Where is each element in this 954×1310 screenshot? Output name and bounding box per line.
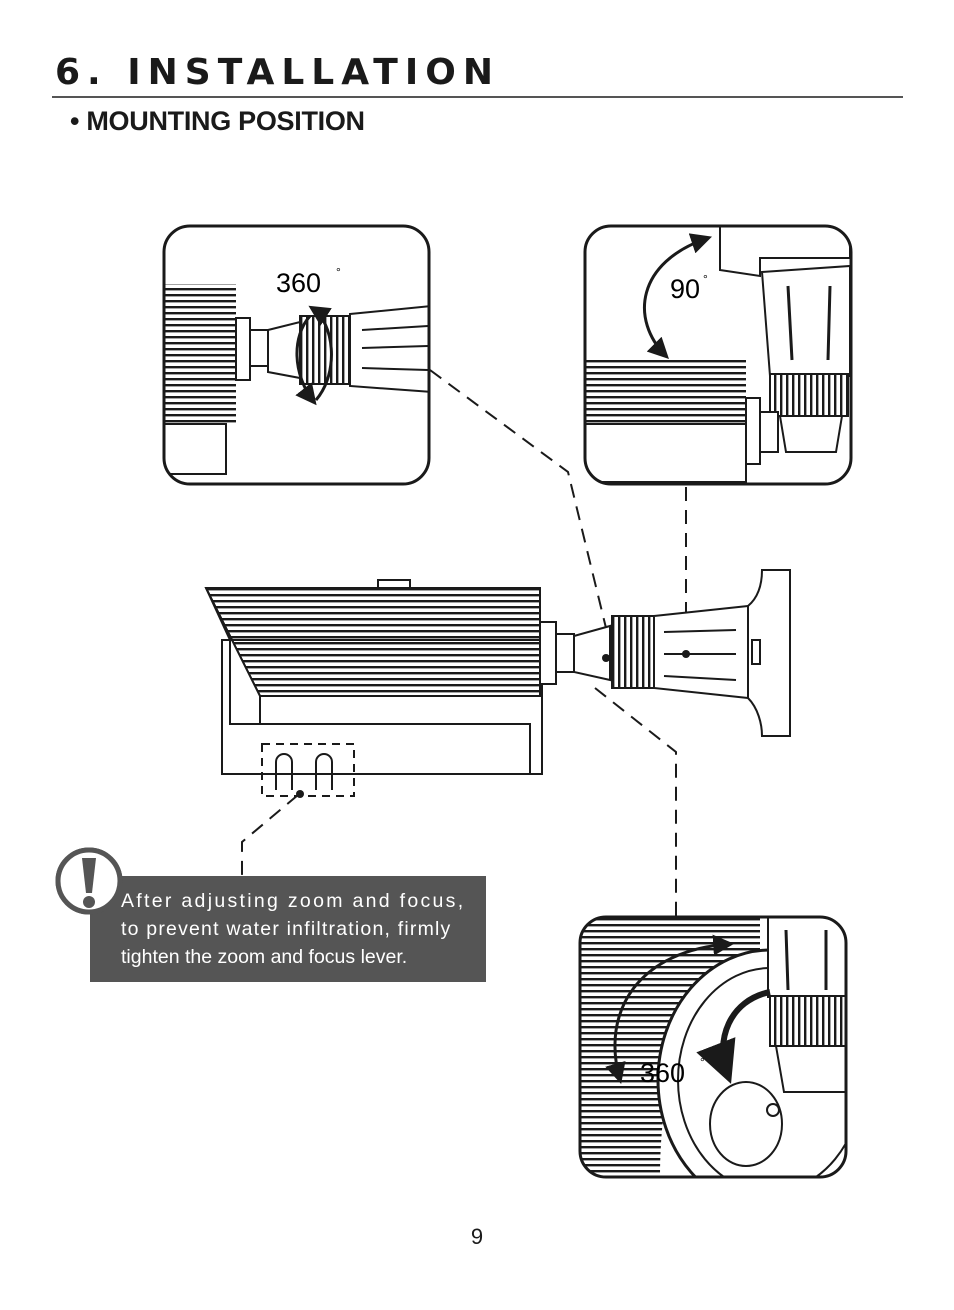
- page-title: 6. INSTALLATION: [55, 52, 500, 93]
- rotate-degree-symbol: °: [700, 1055, 705, 1069]
- notice-box: After adjusting zoom and focus, to preve…: [90, 876, 486, 982]
- page-number: 9: [470, 1224, 484, 1249]
- pan-degree-symbol: °: [336, 265, 341, 279]
- detail-lens-rotation: [580, 917, 846, 1177]
- leader-lines: [241, 369, 687, 918]
- rotate-angle-label: 360: [640, 1058, 685, 1088]
- notice-line: to prevent water infiltration, firmly: [121, 918, 452, 940]
- pan-angle-label: 360: [276, 268, 321, 298]
- lever-highlight: [261, 743, 355, 797]
- tilt-angle-label: 90: [670, 274, 700, 304]
- detail-frame-tilt: [583, 224, 853, 486]
- detail-pan-rotation: [164, 226, 429, 484]
- notice-line: tighten the zoom and focus lever.: [121, 946, 408, 968]
- camera-body: [204, 569, 791, 775]
- detail-frame-pan: [162, 224, 431, 486]
- title-divider: [52, 96, 903, 98]
- tilt-degree-symbol: °: [703, 272, 708, 286]
- detail-tilt-rotation: [585, 226, 851, 484]
- notice-line: After adjusting zoom and focus,: [121, 890, 466, 912]
- detail-frame-rotate: [578, 915, 848, 1179]
- section-heading: • MOUNTING POSITION: [70, 106, 365, 136]
